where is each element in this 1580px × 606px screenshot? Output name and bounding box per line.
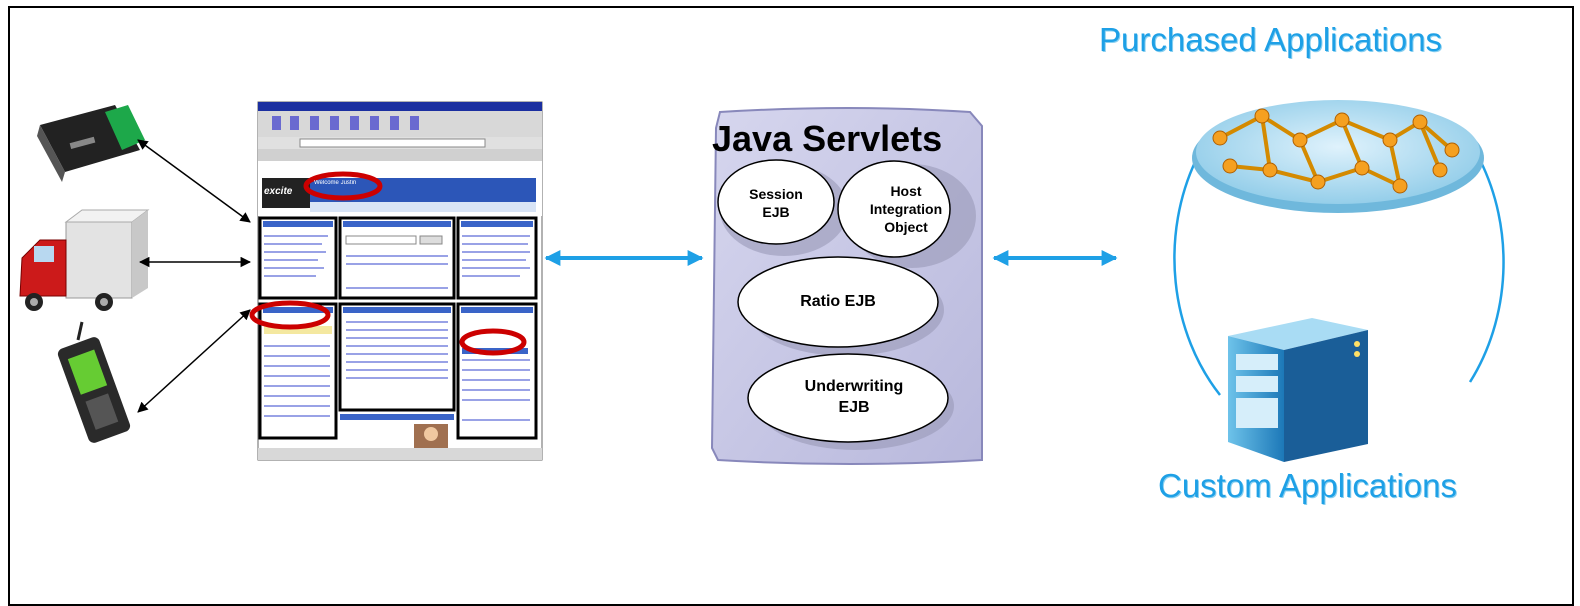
ring-right-arc bbox=[1468, 159, 1505, 383]
java-servlets-title: Java Servlets bbox=[712, 118, 943, 159]
server-icon bbox=[1228, 318, 1368, 462]
browser-welcome-text: Welcome Justin bbox=[314, 180, 357, 186]
java-servlets-panel bbox=[710, 107, 983, 465]
purchased-applications-label: Purchased Applications bbox=[1099, 21, 1443, 58]
phone-arrow bbox=[137, 309, 251, 413]
custom-applications-label: Custom Applications bbox=[1158, 467, 1457, 504]
pager-icon bbox=[37, 105, 145, 182]
pager-arrow bbox=[137, 139, 251, 223]
mobile-phone-icon bbox=[57, 321, 131, 443]
network-icon bbox=[1192, 100, 1484, 213]
ratio-ejb-label: Ratio EJB bbox=[800, 293, 876, 310]
delivery-truck-icon bbox=[19, 209, 150, 311]
excite-logo: excite bbox=[264, 186, 293, 197]
ring-left-arc bbox=[1173, 159, 1221, 396]
architecture-diagram bbox=[19, 100, 1505, 465]
browser-screenshot bbox=[249, 101, 543, 461]
